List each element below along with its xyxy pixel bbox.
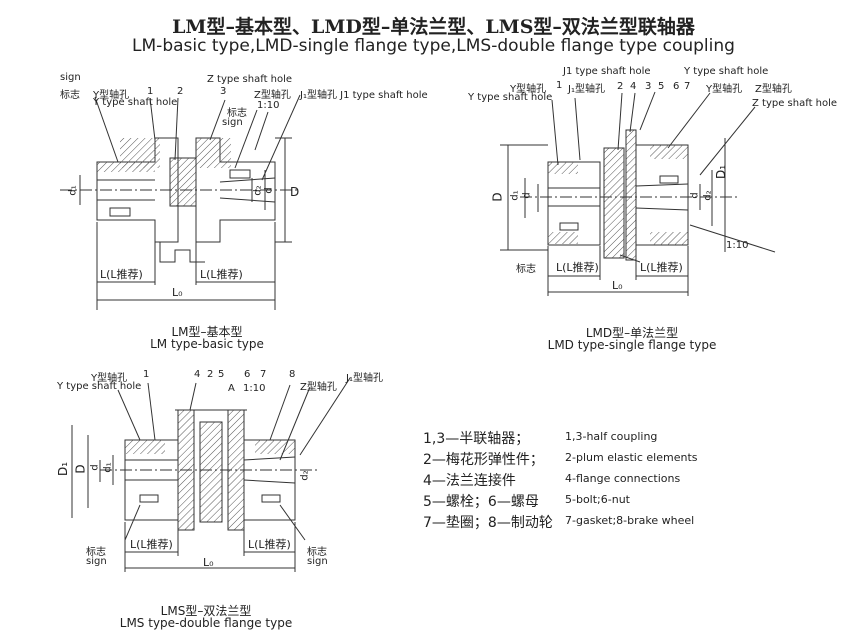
lms-L0: L₀ xyxy=(203,556,214,569)
lmd-D1: D₁ xyxy=(714,164,729,180)
lms-n5: 5 xyxy=(218,369,225,380)
lmd-z-hole-cn: Z型轴孔 xyxy=(755,84,792,95)
lmd-sign-cn: 标志 xyxy=(516,264,536,275)
lmd-L0: L₀ xyxy=(612,279,623,292)
lm-L0: L₀ xyxy=(172,286,183,299)
lmd-y-hole-en2: Y type shaft hole xyxy=(684,66,769,77)
lm-sign-en: sign xyxy=(60,72,81,83)
lm-j1-hole: J₁型轴孔 J1 type shaft hole xyxy=(300,90,428,101)
lmd-n1: 1 xyxy=(556,80,563,91)
lmd-D: D xyxy=(490,192,505,202)
lmd-caption-cn: LMD型–单法兰型 xyxy=(585,326,679,340)
lms-z-hole-cn: Z型轴孔 xyxy=(300,382,337,393)
lm-sign2-cn: 标志 xyxy=(227,108,247,119)
lm-sign-cn: 标志 xyxy=(60,90,80,101)
legend-row-5-en: 7-gasket;8-brake wheel xyxy=(565,514,695,527)
lm-n3: 3 xyxy=(220,86,227,97)
lmd-y-hole-cn2: Y型轴孔 xyxy=(706,84,743,95)
lm-d2: d₂ xyxy=(252,185,264,196)
lms-drawing xyxy=(71,377,351,572)
lmd-j1-hole-cn: J₁型轴孔 xyxy=(568,84,605,95)
lm-L2: L(L推荐) xyxy=(200,268,243,281)
lmd-n2: 2 xyxy=(617,81,624,92)
lmd-n7: 7 xyxy=(684,81,691,92)
lm-sign2-en: sign xyxy=(222,117,243,128)
lm-y-hole-cn: Y型轴孔 xyxy=(93,90,130,101)
lms-n7: 7 xyxy=(260,369,267,380)
legend-row-3-en: 4-flange connections xyxy=(565,472,681,485)
legend-row-2-cn: 2—梅花形弹性件； xyxy=(423,452,544,468)
lms-a: A xyxy=(228,383,235,394)
lm-z-hole-cn: Z型轴孔 xyxy=(254,90,291,101)
lms-sign-en-right: sign xyxy=(307,556,328,567)
lm-D: D xyxy=(290,185,300,199)
legend-row-5-cn: 7—垫圈；8—制动轮 xyxy=(423,515,553,531)
lmd-L2: L(L推荐) xyxy=(640,261,683,274)
lms-D1: D₁ xyxy=(56,461,71,477)
lmd-y-hole-en: Y type shaft hole xyxy=(468,92,553,103)
lm-caption-en: LM type-basic type xyxy=(150,337,264,351)
lms-sign-cn-right: 标志 xyxy=(307,547,327,558)
lms-ratio: 1:10 xyxy=(243,383,266,394)
lm-n1: 1 xyxy=(147,86,154,97)
lm-d1: d₁ xyxy=(67,185,79,196)
main-title-en: LM-basic type,LMD-single flange type,LMS… xyxy=(132,36,735,56)
main-title-cn: LM型–基本型、LMD型–单法兰型、LMS型–双法兰型联轴器 xyxy=(172,16,695,38)
lmd-d2: d₂ xyxy=(702,190,714,201)
lms-d2: d₂ xyxy=(299,470,311,481)
legend-row-3-cn: 4—法兰连接件 xyxy=(423,473,516,489)
lmd-drawing xyxy=(500,91,776,296)
lmd-L1: L(L推荐) xyxy=(556,261,599,274)
lm-y-hole-en: Y type shaft hole xyxy=(93,97,178,108)
lms-L2: L(L推荐) xyxy=(248,538,291,551)
lmd-j1-hole-en: J1 type shaft hole xyxy=(563,66,651,77)
lms-n4: 4 xyxy=(194,369,201,380)
lms-sign-en-left: sign xyxy=(86,556,107,567)
lms-n2: 2 xyxy=(207,369,214,380)
lms-d: d xyxy=(89,464,101,471)
lms-caption-cn: LMS型–双法兰型 xyxy=(160,604,252,618)
lms-D: D xyxy=(73,464,88,474)
legend-row-2-en: 2-plum elastic elements xyxy=(565,451,698,464)
lmd-d1: d₁ xyxy=(509,190,521,201)
lms-caption-en: LMS type-double flange type xyxy=(119,616,293,630)
lmd-d-right: d xyxy=(689,192,701,199)
lms-n6: 6 xyxy=(244,369,251,380)
lms-L1: L(L推荐) xyxy=(130,538,173,551)
legend-row-1-en: 1,3-half coupling xyxy=(565,430,658,443)
legend-row-4-cn: 5—螺栓；6—螺母 xyxy=(423,494,539,510)
lm-drawing xyxy=(60,94,301,310)
lmd-n4: 4 xyxy=(630,81,637,92)
lms-sign-cn-left: 标志 xyxy=(86,547,106,558)
lms-j1-hole-cn: J₁型轴孔 xyxy=(346,373,383,384)
lm-d: d xyxy=(263,187,275,194)
lmd-n6: 6 xyxy=(673,81,680,92)
lms-d1: d₁ xyxy=(102,462,114,473)
lms-n8: 8 xyxy=(289,369,296,380)
lms-y-hole-en: Y type shaft hole xyxy=(57,381,142,392)
lmd-n5: 5 xyxy=(658,81,665,92)
lms-n1: 1 xyxy=(143,369,150,380)
lmd-caption-en: LMD type-single flange type xyxy=(547,338,717,352)
lmd-d: d xyxy=(521,192,533,199)
lm-L1: L(L推荐) xyxy=(100,268,143,281)
lmd-z-hole-en: Z type shaft hole xyxy=(752,98,838,109)
lm-caption-cn: LM型–基本型 xyxy=(171,325,243,339)
legend-row-1-cn: 1,3—半联轴器； xyxy=(423,431,530,447)
legend-row-4-en: 5-bolt;6-nut xyxy=(565,493,630,506)
lm-n2: 2 xyxy=(177,86,184,97)
lmd-ratio: 1:10 xyxy=(726,240,749,251)
lm-z-hole-en: Z type shaft hole xyxy=(207,74,293,85)
lms-y-hole-cn: Y型轴孔 xyxy=(91,373,128,384)
lm-ratio: 1:10 xyxy=(257,100,280,111)
lmd-y-hole-cn: Y型轴孔 xyxy=(510,84,547,95)
lmd-n3: 3 xyxy=(645,81,652,92)
